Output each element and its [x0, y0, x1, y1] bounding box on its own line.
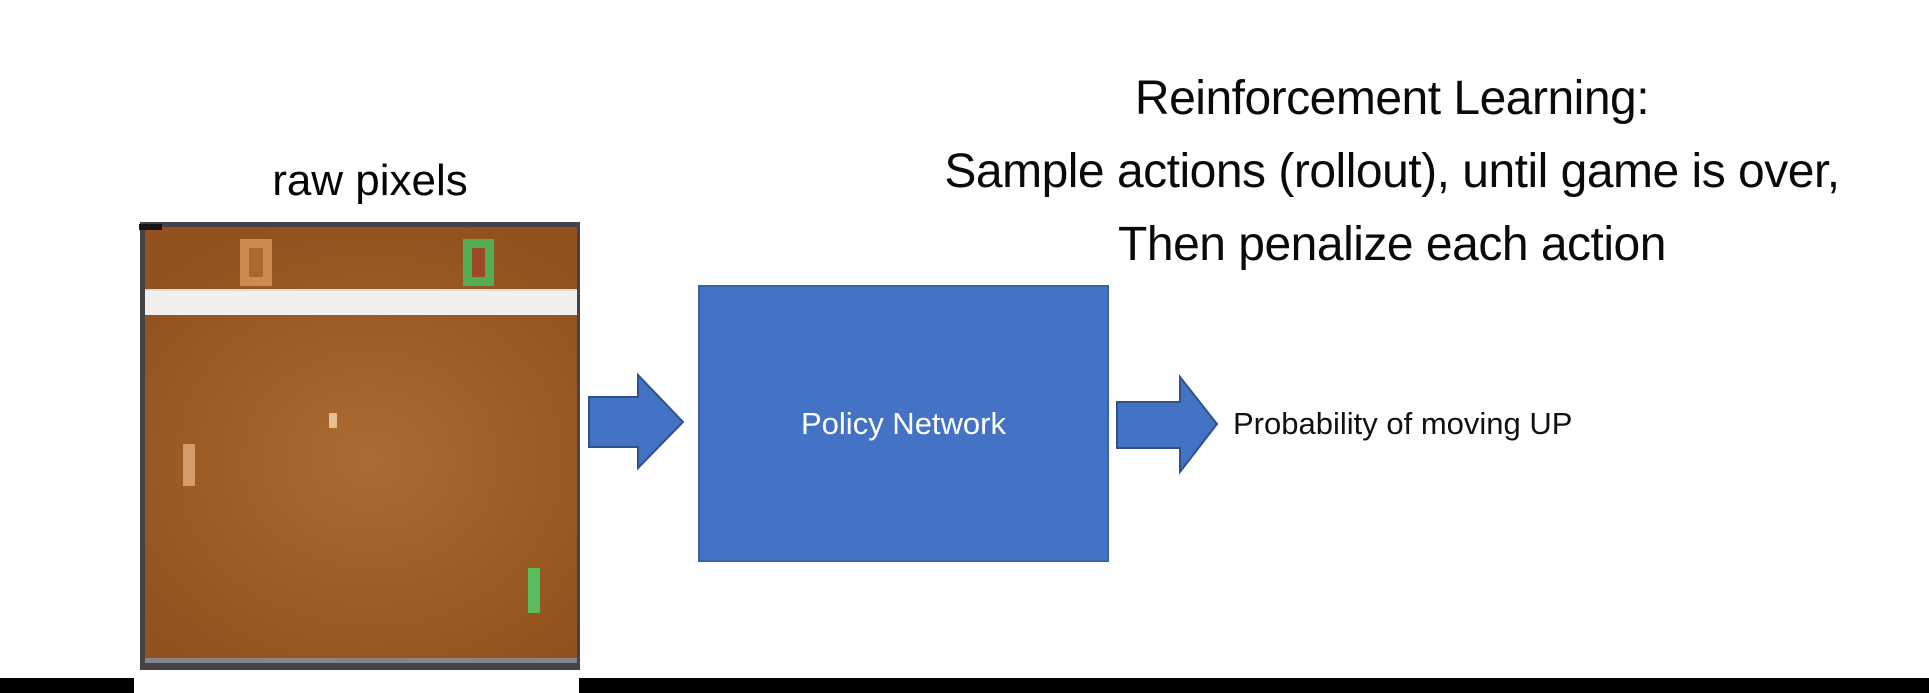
arrow-right-icon: [588, 372, 685, 471]
bottom-bar-right-segment: [579, 678, 1929, 693]
pong-top-wall: [145, 289, 577, 315]
title-line-3: Then penalize each action: [1118, 218, 1666, 271]
pong-right-paddle: [528, 568, 540, 613]
policy-network-box: Policy Network: [698, 285, 1109, 562]
title-line-1: Reinforcement Learning:: [1134, 72, 1650, 125]
bottom-bar-left-segment: [0, 678, 134, 693]
policy-network-label: Policy Network: [801, 405, 1006, 441]
arrow-right-icon: [1116, 374, 1219, 475]
pong-bottom-edge: [145, 658, 577, 663]
pong-ball: [329, 413, 337, 428]
output-probability-label: Probability of moving UP: [1233, 406, 1573, 441]
pong-left-paddle: [183, 444, 195, 486]
pong-top-left-notch: [139, 224, 162, 230]
pong-right-score-digit: [463, 239, 494, 286]
title-line-2: Sample actions (rollout), until game is …: [944, 145, 1840, 198]
slide-title: Reinforcement Learning: Sample actions (…: [560, 62, 1929, 281]
raw-pixels-label: raw pixels: [272, 156, 468, 205]
pong-left-score-digit: [240, 239, 272, 286]
